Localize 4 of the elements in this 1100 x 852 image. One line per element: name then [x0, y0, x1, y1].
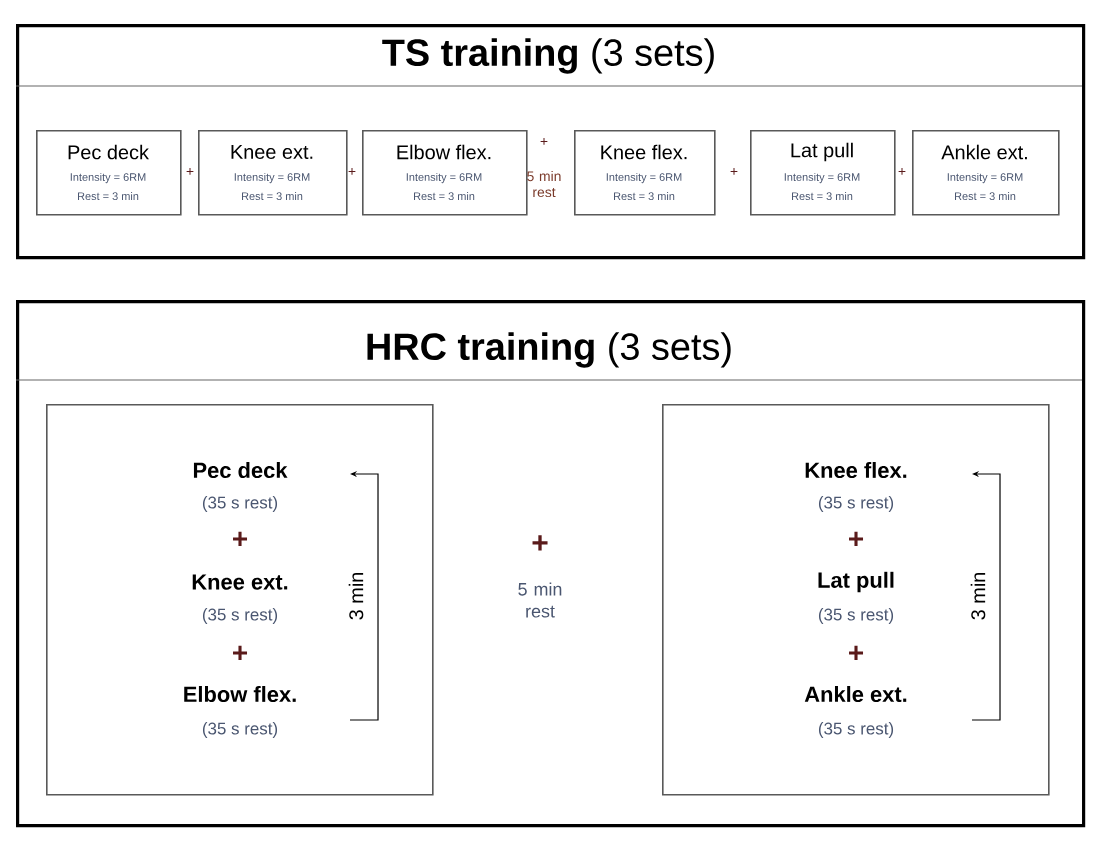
circuit-box: Pec deck (35 s rest) + Knee ext. (35 s rest) + Elbow flex. (35 s rest) 3 min: [46, 404, 434, 796]
circuit-box: Knee flex. (35 s rest) + Lat pull (35 s rest) + Ankle ext. (35 s rest) 3 min: [662, 404, 1050, 796]
plus-sign: +: [532, 535, 548, 551]
rest-note: 5 min rest: [518, 582, 562, 618]
